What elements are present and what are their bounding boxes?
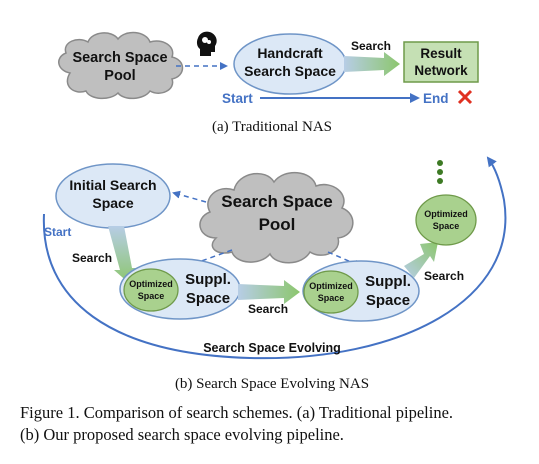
result-label-line2: Network [414, 63, 468, 78]
figure-caption-line1: Figure 1. Comparison of search schemes. … [20, 403, 454, 422]
start-label-b: Start [44, 225, 71, 239]
cross-icon [457, 89, 473, 105]
suppl-space-node-1: Optimized Space Suppl. Space [119, 258, 241, 320]
panel-b: Start Search Space Evolving Search Space… [42, 156, 507, 392]
pool-label-a-line2: Pool [104, 68, 135, 84]
optimized-space-1 [123, 268, 179, 312]
suppl-label-2-line1: Suppl. [365, 273, 411, 290]
optimized-label-3-line1: Optimized [424, 209, 468, 219]
search-arrow-b3 [404, 242, 438, 278]
optimized-label-3-line2: Space [433, 221, 460, 231]
optimized-space-final: Optimized Space [415, 194, 477, 246]
pool-cloud-b: Search Space Pool [199, 172, 354, 264]
result-label-line1: Result [420, 46, 462, 61]
pool-to-initial-arrow [172, 190, 207, 203]
initial-label-line2: Space [92, 195, 133, 211]
evolving-arc-arrow [42, 156, 507, 360]
handcraft-label-line1: Handcraft [257, 45, 323, 61]
handcraft-space-node: Handcraft Search Space [233, 33, 347, 95]
optimized-label-2-line2: Space [318, 293, 345, 303]
search-arrow-a [344, 52, 400, 76]
handcraft-label-line2: Search Space [244, 63, 336, 79]
optimized-space-2 [303, 270, 359, 314]
initial-label-line1: Initial Search [69, 177, 156, 193]
brain-head-icon [196, 31, 217, 56]
figure-caption-line2: (b) Our proposed search space evolving p… [20, 425, 344, 444]
optimized-label-1-line2: Space [138, 291, 165, 301]
optimized-label-1-line1: Optimized [129, 279, 173, 289]
figure-caption: Figure 1. Comparison of search schemes. … [20, 402, 530, 446]
suppl-label-2-line2: Space [366, 292, 410, 309]
search-label-b2: Search [248, 302, 288, 316]
caption-b: (b) Search Space Evolving NAS [175, 376, 369, 392]
pool-label-b-line1: Search Space [221, 192, 333, 211]
pool-cloud-a: Search Space Pool [58, 31, 184, 100]
continuation-dots [437, 160, 443, 184]
caption-a: (a) Traditional NAS [212, 119, 332, 135]
panel-a: Search Space Pool Handcraft Search Space… [58, 31, 479, 135]
result-network-node: Result Network [403, 41, 479, 83]
search-arrow-b2 [238, 280, 300, 304]
suppl-label-1-line1: Suppl. [185, 271, 231, 288]
search-arrow-b1 [108, 226, 138, 284]
start-label-a: Start [222, 91, 253, 106]
suppl-space-node-2: Optimized Space Suppl. Space [302, 260, 420, 322]
optimized-label-2-line1: Optimized [309, 281, 353, 291]
evolving-label: Search Space Evolving [203, 341, 341, 355]
search-label-b3: Search [424, 269, 464, 283]
suppl-label-1-line2: Space [186, 290, 230, 307]
search-label-b1: Search [72, 251, 112, 265]
pool-label-b-line2: Pool [259, 215, 296, 234]
pool-label-a-line1: Search Space [72, 50, 167, 66]
initial-space-node: Initial Search Space [55, 163, 171, 229]
end-label-a: End [423, 91, 449, 106]
search-label-a: Search [351, 39, 391, 53]
